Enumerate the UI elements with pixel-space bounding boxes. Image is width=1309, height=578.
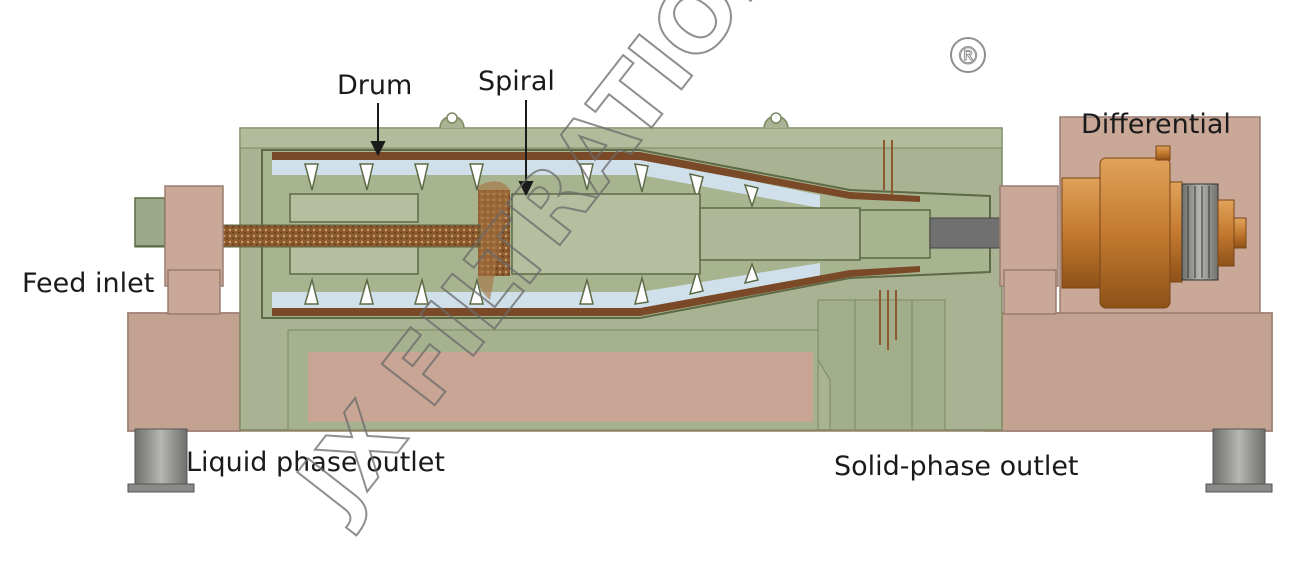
solid-discharge bbox=[879, 140, 897, 350]
differential-label: Differential bbox=[1081, 109, 1231, 140]
spiral-label: Spiral bbox=[478, 66, 555, 97]
drum-arrow-head bbox=[370, 141, 386, 157]
screw-conveyor-hub bbox=[289, 181, 931, 300]
liquid-phase-outlet-label: Liquid phase outlet bbox=[186, 447, 445, 478]
spiral-flights bbox=[304, 163, 760, 305]
label-arrows bbox=[370, 100, 534, 197]
solid-phase-outlet-label: Solid-phase outlet bbox=[834, 451, 1079, 482]
feed-pipe bbox=[134, 185, 481, 315]
differential-gearbox bbox=[1059, 116, 1261, 314]
main-shaft bbox=[929, 185, 1059, 315]
drum-label: Drum bbox=[337, 70, 413, 101]
spiral-arrow-head bbox=[518, 181, 534, 197]
support-feet bbox=[127, 428, 1273, 493]
feed-inlet-label: Feed inlet bbox=[22, 268, 155, 299]
